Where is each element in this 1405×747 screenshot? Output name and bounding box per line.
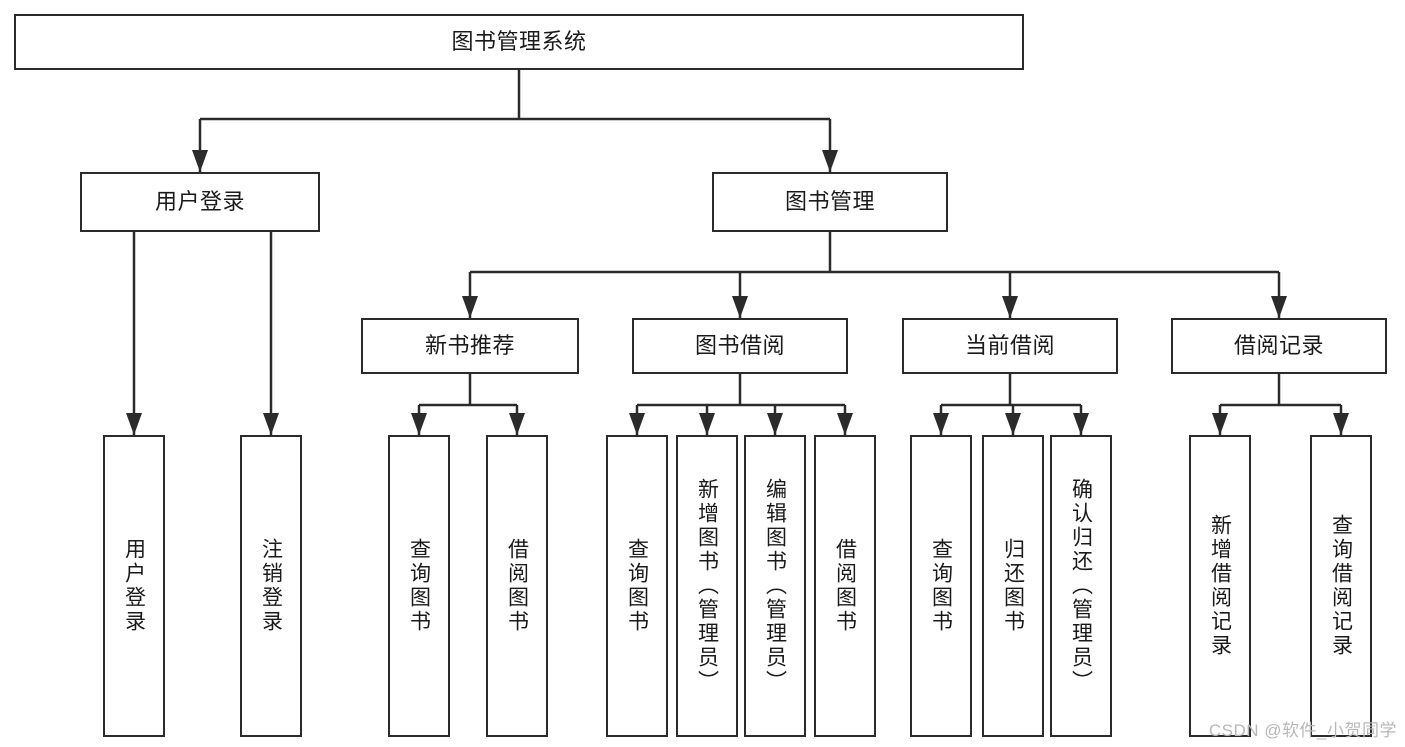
current-borrow-bus-arrowhead-2 xyxy=(1073,413,1089,435)
node-root-system[interactable]: 图书管理系统 xyxy=(14,14,1024,70)
user-login-bus-arrowhead-0 xyxy=(126,413,142,435)
node-leaf-book-borrow-0-label: 查询图书 xyxy=(625,538,649,634)
node-level2-0[interactable]: 用户登录 xyxy=(80,172,320,232)
node-level3-2[interactable]: 当前借阅 xyxy=(902,318,1118,374)
node-level3-0-label: 新书推荐 xyxy=(424,332,515,358)
node-level3-3-label: 借阅记录 xyxy=(1233,332,1324,358)
node-level3-1-label: 图书借阅 xyxy=(694,332,785,358)
node-leaf-new-book-recommend-1-label: 借阅图书 xyxy=(505,538,529,634)
borrow-bus-arrowhead-1 xyxy=(699,413,715,435)
node-leaf-new-book-recommend-0[interactable]: 查询图书 xyxy=(388,435,450,737)
current-borrow-bus-arrowhead-1 xyxy=(1005,413,1021,435)
book-manage-bus-arrowhead-1 xyxy=(732,296,748,318)
node-leaf-borrow-record-0[interactable]: 新增借阅记录 xyxy=(1189,435,1251,737)
node-leaf-new-book-recommend-0-label: 查询图书 xyxy=(407,538,431,634)
root-bus-arrowhead-1 xyxy=(822,150,838,172)
node-root-system-label: 图书管理系统 xyxy=(451,28,587,54)
book-manage-bus-arrowhead-0 xyxy=(462,296,478,318)
node-leaf-borrow-record-0-label: 新增借阅记录 xyxy=(1208,514,1232,658)
record-bus-arrowhead-1 xyxy=(1333,413,1349,435)
recommend-bus-arrowhead-1 xyxy=(509,413,525,435)
node-leaf-current-borrow-0-label: 查询图书 xyxy=(929,538,953,634)
node-leaf-user-login-0-label: 用户登录 xyxy=(122,538,146,634)
node-level3-3[interactable]: 借阅记录 xyxy=(1171,318,1387,374)
node-level2-1[interactable]: 图书管理 xyxy=(712,172,948,232)
book-manage-bus-arrowhead-3 xyxy=(1271,296,1287,318)
node-level3-0[interactable]: 新书推荐 xyxy=(361,318,579,374)
recommend-bus-arrowhead-0 xyxy=(411,413,427,435)
borrow-bus-arrowhead-0 xyxy=(629,413,645,435)
node-leaf-book-borrow-3-label: 借阅图书 xyxy=(833,538,857,634)
record-bus-arrowhead-0 xyxy=(1212,413,1228,435)
node-leaf-user-login-1-label: 注销登录 xyxy=(259,538,283,634)
node-leaf-book-borrow-2[interactable]: 编辑图书（管理员） xyxy=(744,435,806,737)
node-leaf-book-borrow-2-label: 编辑图书（管理员） xyxy=(763,478,787,694)
borrow-bus-arrowhead-2 xyxy=(767,413,783,435)
node-leaf-current-borrow-2-label: 确认归还（管理员） xyxy=(1069,478,1093,694)
node-level2-1-label: 图书管理 xyxy=(784,188,875,214)
borrow-bus-arrowhead-3 xyxy=(837,413,853,435)
node-level3-1[interactable]: 图书借阅 xyxy=(632,318,848,374)
node-level2-0-label: 用户登录 xyxy=(154,188,245,214)
node-leaf-borrow-record-1-label: 查询借阅记录 xyxy=(1329,514,1353,658)
book-manage-bus-arrowhead-2 xyxy=(1002,296,1018,318)
root-bus-arrowhead-0 xyxy=(192,150,208,172)
node-leaf-current-borrow-0[interactable]: 查询图书 xyxy=(910,435,972,737)
node-leaf-user-login-1[interactable]: 注销登录 xyxy=(240,435,302,737)
node-leaf-current-borrow-1-label: 归还图书 xyxy=(1001,538,1025,634)
node-leaf-book-borrow-1-label: 新增图书（管理员） xyxy=(695,478,719,694)
node-leaf-book-borrow-3[interactable]: 借阅图书 xyxy=(814,435,876,737)
current-borrow-bus-arrowhead-0 xyxy=(933,413,949,435)
user-login-bus-arrowhead-1 xyxy=(263,413,279,435)
node-leaf-book-borrow-1[interactable]: 新增图书（管理员） xyxy=(676,435,738,737)
node-leaf-book-borrow-0[interactable]: 查询图书 xyxy=(606,435,668,737)
node-leaf-borrow-record-1[interactable]: 查询借阅记录 xyxy=(1310,435,1372,737)
node-leaf-user-login-0[interactable]: 用户登录 xyxy=(103,435,165,737)
node-leaf-current-borrow-2[interactable]: 确认归还（管理员） xyxy=(1050,435,1112,737)
node-leaf-new-book-recommend-1[interactable]: 借阅图书 xyxy=(486,435,548,737)
csdn-watermark: CSDN @软件_小贺同学 xyxy=(1208,721,1397,740)
node-level3-2-label: 当前借阅 xyxy=(964,332,1055,358)
node-leaf-current-borrow-1[interactable]: 归还图书 xyxy=(982,435,1044,737)
